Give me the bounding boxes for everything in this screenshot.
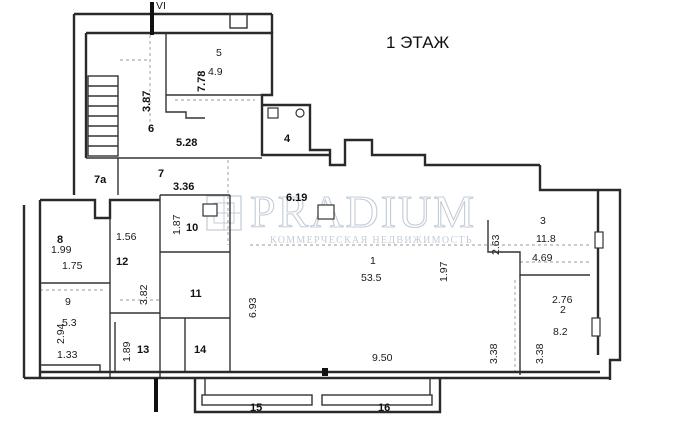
axis-marker-icon <box>150 2 154 35</box>
fixtures <box>150 2 604 412</box>
room-7a-number: 7а <box>94 174 107 186</box>
room-9-number: 9 <box>65 296 71 308</box>
watermark: PRADIUM КОММЕРЧЕСКАЯ НЕДВИЖИМОСТЬ <box>206 185 476 246</box>
dimension-label: 7.78 <box>196 71 208 92</box>
dimension-label: 1.97 <box>438 261 450 282</box>
dimension-label: 3.38 <box>534 343 546 364</box>
room-1-number: 1 <box>370 255 376 267</box>
column-icon <box>591 317 601 337</box>
dimension-label: 3.38 <box>488 343 500 364</box>
room-3-number: 3 <box>540 215 546 227</box>
room-2-number: 2 <box>560 304 566 316</box>
room-8-number: 8 <box>57 234 63 246</box>
column-icon <box>594 231 604 249</box>
dimension-label: 1.89 <box>121 341 133 362</box>
dimension-labels: 3.87 7.78 6.19 1.99 1.56 1.87 3.82 2.94 … <box>51 71 573 364</box>
room-labels: 1 53.5 2 8.2 3 11.8 4 5 4.9 6 5.28 7 3.3… <box>57 47 568 414</box>
room-4-number: 4 <box>284 133 291 145</box>
room-8-area: 1.75 <box>62 260 83 272</box>
dimension-label: 2.94 <box>55 323 67 344</box>
stairs <box>87 75 119 157</box>
room-1-area: 53.5 <box>361 272 382 284</box>
column-icon <box>202 203 218 217</box>
room-7-area: 3.36 <box>173 181 194 193</box>
room-6-number: 6 <box>148 123 154 135</box>
room-3-area: 11.8 <box>536 233 556 245</box>
dimension-label: 3.82 <box>138 284 150 305</box>
dimension-label: 2.63 <box>490 234 502 255</box>
sink-icon <box>295 108 305 118</box>
column-icon <box>317 204 335 220</box>
axis-marker-icon <box>154 378 158 412</box>
axis-label: VI <box>156 0 166 12</box>
room-11-number: 11 <box>190 288 202 300</box>
dimension-label: 1.99 <box>51 244 72 256</box>
dimension-label: 4.69 <box>532 252 553 264</box>
room-9-area: 5.3 <box>62 317 77 329</box>
dimension-label: 1.87 <box>171 214 183 235</box>
dimension-label: 3.87 <box>141 91 153 112</box>
watermark-brand: PRADIUM <box>250 186 476 237</box>
room-5-area: 4.9 <box>208 66 223 78</box>
walls <box>22 12 622 414</box>
watermark-tagline: КОММЕРЧЕСКАЯ НЕДВИЖИМОСТЬ <box>270 235 473 246</box>
dimension-label: 1.56 <box>116 231 137 243</box>
dimension-label: 1.33 <box>57 349 78 361</box>
dimension-label: 9.50 <box>372 352 393 364</box>
room-5-number: 5 <box>216 47 222 59</box>
room-13-number: 13 <box>137 344 149 356</box>
room-12-number: 12 <box>116 256 128 268</box>
room-15-number: 15 <box>250 402 262 414</box>
toilet-icon <box>267 107 279 119</box>
room-10-number: 10 <box>186 222 198 234</box>
room-6-area: 5.28 <box>176 137 197 149</box>
room-2-area: 8.2 <box>553 326 568 338</box>
room-16-number: 16 <box>378 402 390 414</box>
auxiliary-lines <box>40 35 590 375</box>
dimension-label: 6.19 <box>286 192 307 204</box>
room-14-number: 14 <box>194 344 207 356</box>
floor-title: 1 ЭТАЖ <box>386 33 450 52</box>
room-7-number: 7 <box>158 168 164 180</box>
dimension-label: 2.76 <box>552 294 573 306</box>
axis-marker-icon <box>322 368 328 376</box>
dimension-label: 6.93 <box>247 297 259 318</box>
